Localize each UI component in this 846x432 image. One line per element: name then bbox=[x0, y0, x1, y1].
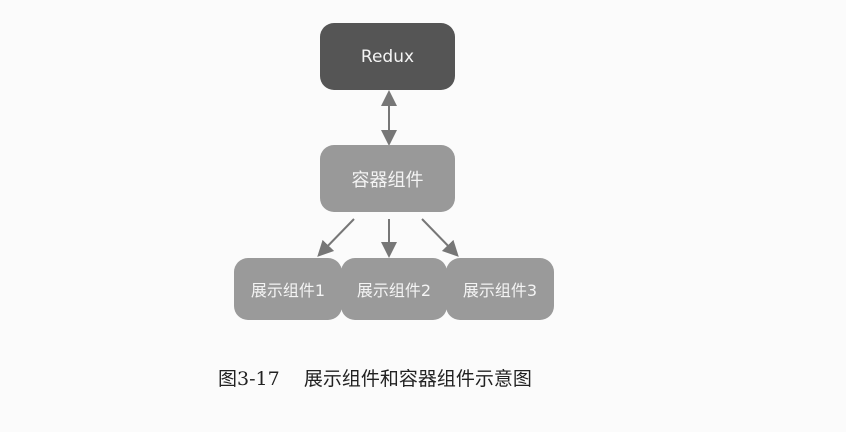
presentational-label: 展示组件3 bbox=[462, 281, 538, 300]
presentational-component-node-3: 展示组件3 bbox=[446, 258, 554, 320]
figure-caption: 图3-17 展示组件和容器组件示意图 bbox=[218, 364, 532, 391]
figure-title: 展示组件和容器组件示意图 bbox=[303, 368, 532, 390]
presentational-component-node-2: 展示组件2 bbox=[341, 258, 447, 320]
redux-node: Redux bbox=[320, 23, 455, 90]
presentational-label: 展示组件2 bbox=[356, 281, 432, 300]
presentational-component-node-1: 展示组件1 bbox=[234, 258, 342, 320]
figure-number: 图3-17 bbox=[218, 368, 280, 390]
container-label: 容器组件 bbox=[351, 169, 424, 191]
container-component-node: 容器组件 bbox=[320, 145, 455, 212]
arrow-to-presentational-1 bbox=[317, 218, 355, 257]
arrow-to-presentational-3 bbox=[421, 218, 459, 257]
presentational-label: 展示组件1 bbox=[250, 281, 326, 300]
redux-label: Redux bbox=[360, 46, 415, 67]
